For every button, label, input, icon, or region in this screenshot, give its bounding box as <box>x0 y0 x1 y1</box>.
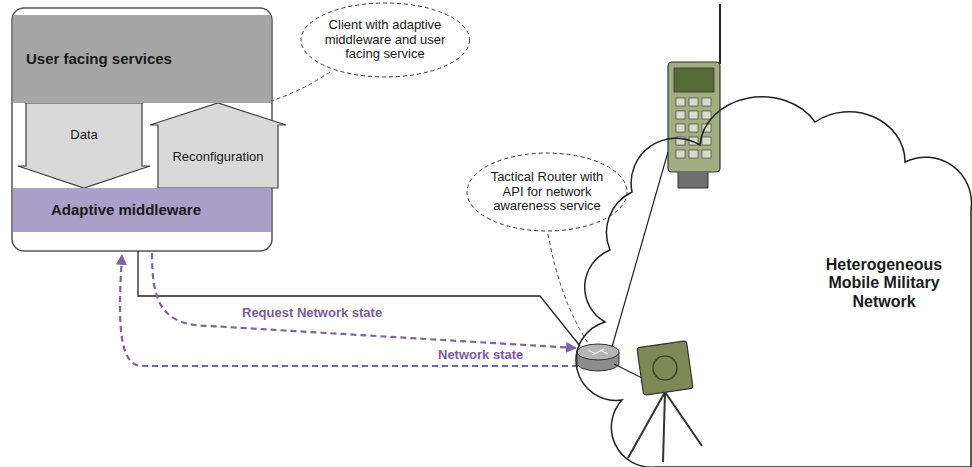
cloud-shape <box>576 97 971 467</box>
router-symbol <box>577 344 619 371</box>
callout-bubble: Tactical Router with API for network awa… <box>466 152 628 232</box>
radio-key <box>689 111 698 119</box>
flow-label: Network state <box>436 348 525 363</box>
cloud-title: Heterogeneous Mobile Military Network <box>814 256 954 311</box>
radio-key <box>676 124 685 132</box>
band-title: Adaptive middleware <box>51 201 201 218</box>
tripod-antenna <box>628 341 702 462</box>
router-marks <box>588 349 608 355</box>
radio-key <box>702 111 711 119</box>
radio-key <box>702 137 711 145</box>
request-flow <box>152 253 576 348</box>
callout-leader <box>548 234 588 343</box>
callout-ellipse <box>467 153 627 231</box>
radio-key <box>676 150 685 158</box>
antenna-panel <box>637 341 693 395</box>
radio-key <box>676 111 685 119</box>
antenna-dish <box>653 356 677 380</box>
callout-bubble: Client with adaptive middleware and user… <box>300 2 471 78</box>
callout-ellipse <box>301 3 470 77</box>
callout-text: Tactical Router with API for network awa… <box>484 170 610 215</box>
radio-device <box>668 4 720 188</box>
radio-key <box>702 98 711 106</box>
block-arrow <box>18 103 150 188</box>
middleware-band: Adaptive middleware <box>13 188 271 232</box>
network-link <box>138 251 580 346</box>
tripod-legs <box>628 392 702 462</box>
network-cloud: Heterogeneous Mobile Military Network <box>560 100 972 467</box>
band-title: User facing services <box>26 50 172 67</box>
radio-key <box>689 150 698 158</box>
service-band: User facing services <box>13 15 271 103</box>
device-link <box>614 364 642 378</box>
block-arrow <box>150 103 286 188</box>
radio-antenna <box>719 4 721 64</box>
radio-key <box>702 150 711 158</box>
callout-leader <box>268 72 330 102</box>
radio-clip <box>678 172 708 188</box>
arrow-label: Reconfiguration <box>172 149 263 164</box>
response-flow <box>120 255 578 366</box>
callout-text: Client with adaptive middleware and user… <box>318 18 451 63</box>
radio-key <box>689 98 698 106</box>
radio-key <box>689 124 698 132</box>
radio-key <box>676 98 685 106</box>
radio-display <box>674 68 714 92</box>
arrow-label: Data <box>70 127 97 142</box>
flow-label: Request Network state <box>240 306 384 321</box>
